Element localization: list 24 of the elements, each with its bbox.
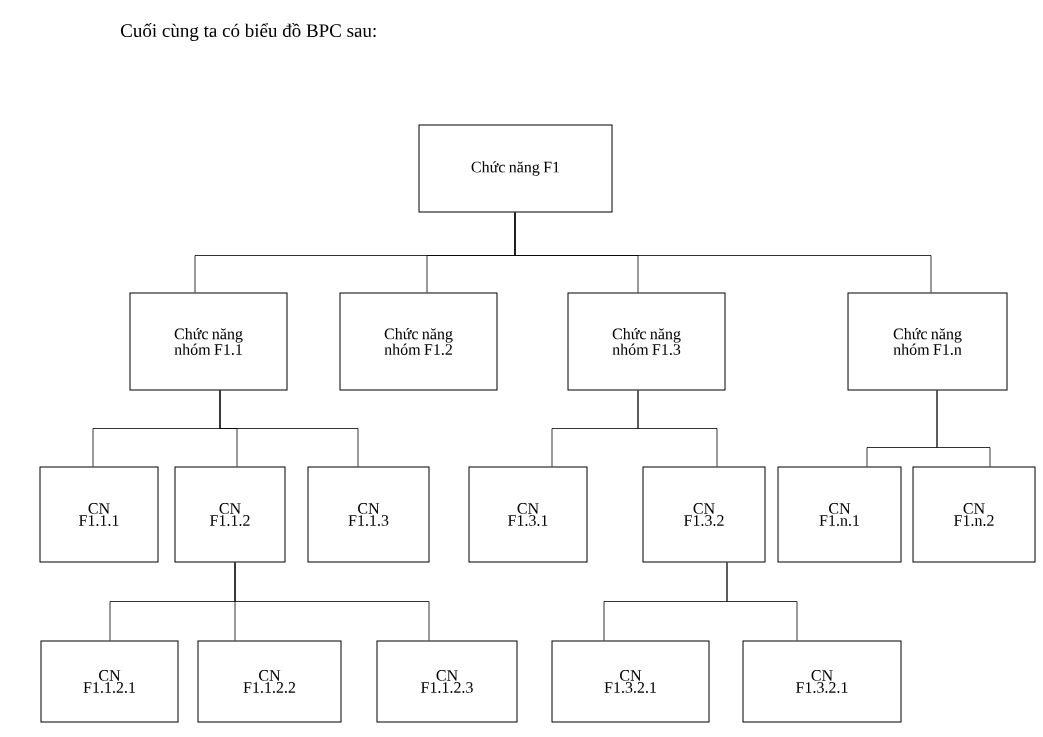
function-box: CN F1.1.2.1 — [40, 640, 179, 723]
function-box: CN F1.1.2 — [174, 466, 286, 563]
function-box: CN F1.3.1 — [468, 466, 588, 563]
function-box: CN F1.3.2 — [642, 466, 766, 563]
connector-line — [637, 390, 718, 467]
connector-line — [726, 562, 798, 641]
function-box: CN F1.1.2.2 — [197, 640, 342, 723]
connector-line — [936, 390, 991, 467]
function-box: Chức năng nhóm F1.3 — [567, 292, 726, 391]
connector-line — [219, 390, 359, 467]
function-box: CN F1.3.2.1 — [551, 640, 710, 723]
function-box: CN F1.n.2 — [912, 466, 1036, 563]
intro-text: Cuối cùng ta có biểu đồ BPC sau: — [121, 23, 376, 41]
function-box: Chức năng F1 — [418, 124, 613, 213]
function-box: Chức năng nhóm F1.2 — [339, 292, 498, 391]
function-box: CN F1.3.2.1 — [742, 640, 902, 723]
function-box: CN F1.1.1 — [39, 466, 159, 563]
function-box: Chức năng nhóm F1.n — [847, 292, 1008, 391]
connector-line — [234, 562, 430, 641]
connector-line — [514, 212, 932, 293]
function-box: CN F1.1.2.3 — [376, 640, 518, 723]
function-box: CN F1.n.1 — [777, 466, 902, 563]
function-box: CN F1.1.3 — [307, 466, 430, 563]
function-box: Chức năng nhóm F1.1 — [129, 292, 288, 391]
